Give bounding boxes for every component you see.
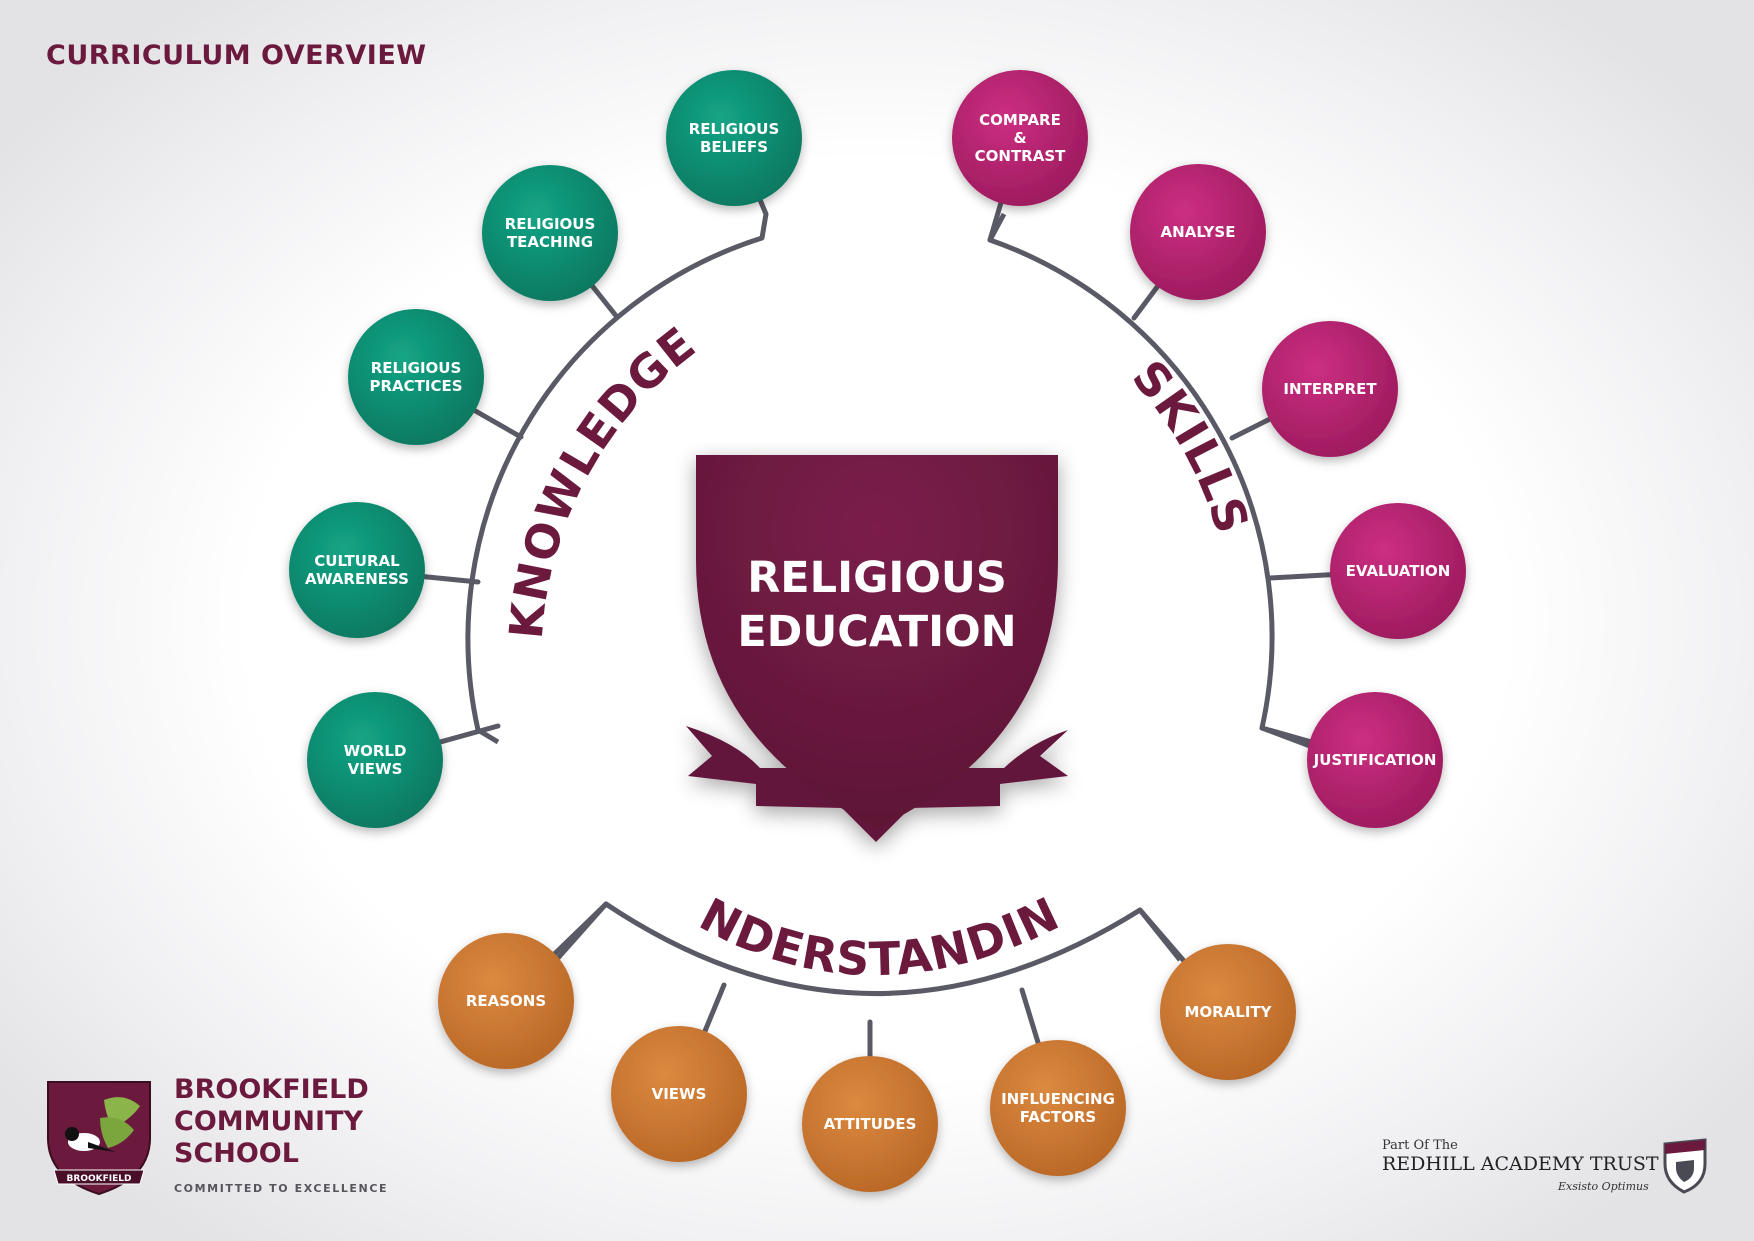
connectors [420, 196, 1335, 1061]
understanding-node-label: VIEWS [652, 1085, 707, 1103]
skills-node-circle [1307, 692, 1443, 828]
skills-node-label: INTERPRET [1283, 380, 1377, 398]
skills-node-2: ANALYSE [1130, 164, 1266, 300]
understanding-connector-1 [550, 901, 609, 958]
skills-node-label: COMPARE [979, 111, 1061, 129]
knowledge-connector-4 [420, 574, 481, 585]
knowledge-node-label: TEACHING [507, 233, 593, 251]
skills-node-circle [1130, 164, 1266, 300]
understanding-node-label: ATTITUDES [824, 1115, 917, 1133]
page-title: CURRICULUM OVERVIEW [46, 40, 427, 71]
understanding-node-label: FACTORS [1020, 1108, 1096, 1126]
crest-banner-text: BROOKFIELD [67, 1174, 132, 1184]
understanding-arc [556, 901, 1182, 996]
understanding-node-circle [1160, 944, 1296, 1080]
knowledge-connector-2 [588, 282, 620, 320]
knowledge-label: KNOWLEDGE [499, 316, 706, 641]
understanding-node-label: MORALITY [1184, 1003, 1272, 1021]
skills-connector-3 [1229, 416, 1274, 441]
skills-connector-1 [987, 198, 1004, 243]
knowledge-node-label: AWARENESS [305, 570, 409, 588]
knowledge-node-label: BELIEFS [700, 138, 768, 156]
school-brand: BROOKFIELD BROOKFIELD COMMUNITY SCHOOL C… [44, 1074, 404, 1204]
school-crest-icon: BROOKFIELD [47, 1081, 151, 1196]
center-title-line-2: EDUCATION [737, 607, 1016, 657]
trust-motto: Exsisto Optimus [1558, 1180, 1649, 1193]
understanding-node-label: INFLUENCING [1001, 1090, 1115, 1108]
understanding-node-5: MORALITY [1160, 944, 1296, 1080]
knowledge-node-label: WORLD [344, 742, 407, 760]
understanding-node-circle [611, 1026, 747, 1162]
center-shield [686, 455, 1068, 842]
understanding-node-circle [802, 1056, 938, 1192]
nodes: RELIGIOUSBELIEFSRELIGIOUSTEACHINGRELIGIO… [289, 70, 1466, 1192]
skills-node-circle [1330, 503, 1466, 639]
knowledge-node-label: VIEWS [348, 760, 403, 778]
understanding-node-circle [990, 1040, 1126, 1176]
school-name-line-3: SCHOOL [174, 1138, 299, 1169]
skills-node-label: CONTRAST [975, 147, 1067, 165]
skills-node-4: EVALUATION [1330, 503, 1466, 639]
understanding-node-label: REASONS [466, 992, 546, 1010]
knowledge-node-circle [289, 502, 425, 638]
understanding-node-3: ATTITUDES [802, 1056, 938, 1192]
skills-node-label: JUSTIFICATION [1313, 751, 1437, 769]
knowledge-connector-3 [470, 407, 524, 440]
knowledge-arc-group [465, 213, 769, 745]
skills-node-circle [1262, 321, 1398, 457]
knowledge-node-label: RELIGIOUS [371, 359, 462, 377]
skills-node-label: ANALYSE [1161, 223, 1236, 241]
school-name-line-2: COMMUNITY [174, 1106, 364, 1137]
skills-node-1: COMPARE&CONTRAST [952, 70, 1088, 206]
understanding-connector-5 [1137, 907, 1188, 965]
knowledge-node-label: RELIGIOUS [689, 120, 780, 138]
knowledge-node-circle [348, 309, 484, 445]
skills-node-label: EVALUATION [1346, 562, 1451, 580]
knowledge-node-label: CULTURAL [314, 552, 400, 570]
skills-connector-5 [1259, 725, 1314, 745]
understanding-node-circle [438, 933, 574, 1069]
skills-node-label: & [1013, 129, 1026, 147]
skills-node-3: INTERPRET [1262, 321, 1398, 457]
skills-arc [987, 212, 1311, 749]
school-motto: COMMITTED TO EXCELLENCE [174, 1182, 389, 1195]
skills-connector-4 [1267, 572, 1335, 581]
knowledge-node-label: PRACTICES [369, 377, 462, 395]
trust-name: REDHILL ACADEMY TRUST [1382, 1153, 1659, 1175]
trust-brand: Part Of The REDHILL ACADEMY TRUST Exsist… [1380, 1134, 1710, 1204]
skills-connector-2 [1131, 282, 1162, 321]
trust-prefix: Part Of The [1382, 1138, 1458, 1153]
skills-node-5: JUSTIFICATION [1307, 692, 1443, 828]
skills-arc-group [987, 212, 1311, 749]
understanding-node-1: REASONS [438, 933, 574, 1069]
knowledge-node-circle [666, 70, 802, 206]
trust-shield-icon [1663, 1138, 1707, 1194]
school-name-line-1: BROOKFIELD [174, 1074, 369, 1105]
understanding-arc-group [556, 901, 1182, 996]
knowledge-arc [465, 213, 769, 745]
shield-body [696, 455, 1058, 828]
knowledge-connector-5 [436, 723, 501, 745]
understanding-connector-4 [1019, 987, 1042, 1048]
understanding-node-2: VIEWS [611, 1026, 747, 1162]
skills-node-circle [952, 70, 1088, 206]
knowledge-node-circle [482, 165, 618, 301]
knowledge-connector-1 [757, 196, 769, 217]
skills-label: SKILLS [1122, 350, 1260, 540]
knowledge-node-circle [307, 692, 443, 828]
center-title-line-1: RELIGIOUS [747, 553, 1007, 603]
understanding-connector-2 [701, 982, 727, 1036]
knowledge-node-label: RELIGIOUS [505, 215, 596, 233]
